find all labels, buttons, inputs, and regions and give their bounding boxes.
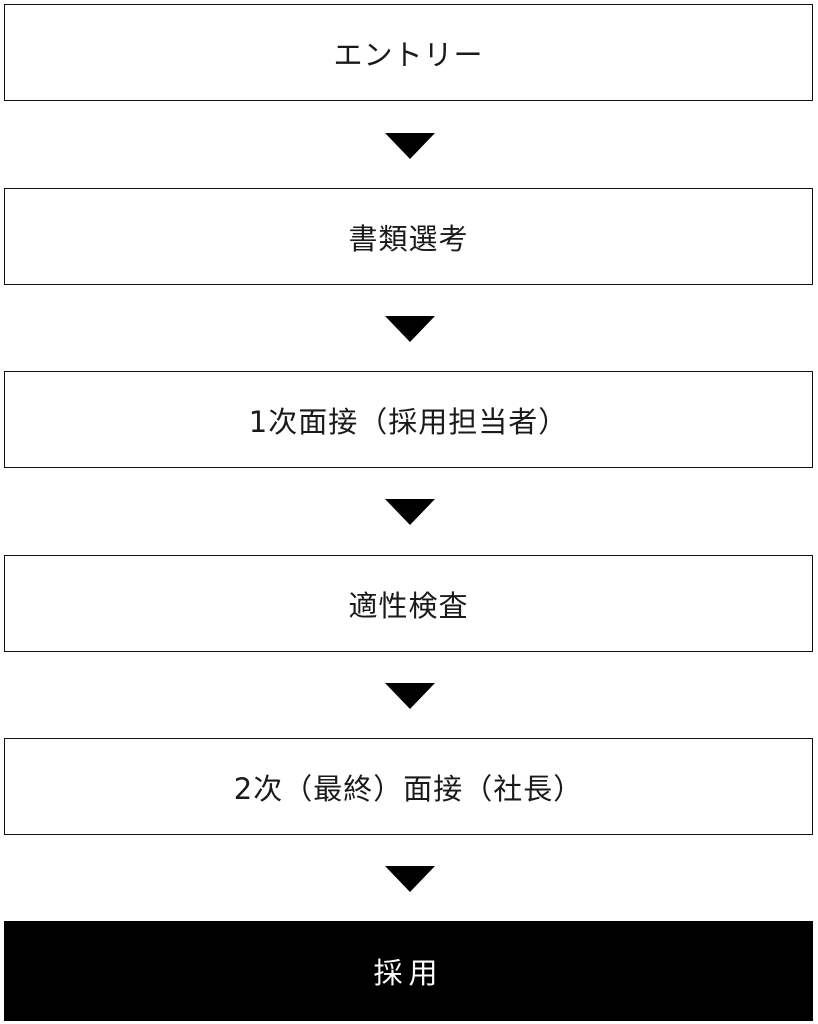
step-label: 2次（最終）面接（社長） <box>233 771 584 806</box>
step-label: エントリー <box>333 37 484 72</box>
step-entry: エントリー <box>4 4 813 101</box>
step-aptitude-test: 適性検査 <box>4 555 813 652</box>
step-document-screening: 書類選考 <box>4 188 813 285</box>
step-hiring: 採用 <box>4 921 813 1021</box>
down-triangle-icon <box>385 683 435 709</box>
step-label: 適性検査 <box>348 588 469 623</box>
down-triangle-icon <box>385 133 435 159</box>
down-triangle-icon <box>385 316 435 342</box>
step-label: 採用 <box>373 956 444 990</box>
step-label: 1次面接（採用担当者） <box>248 404 569 439</box>
down-triangle-icon <box>385 499 435 525</box>
down-triangle-icon <box>385 866 435 892</box>
step-final-interview: 2次（最終）面接（社長） <box>4 738 813 835</box>
step-label: 書類選考 <box>348 221 469 256</box>
step-first-interview: 1次面接（採用担当者） <box>4 371 813 468</box>
